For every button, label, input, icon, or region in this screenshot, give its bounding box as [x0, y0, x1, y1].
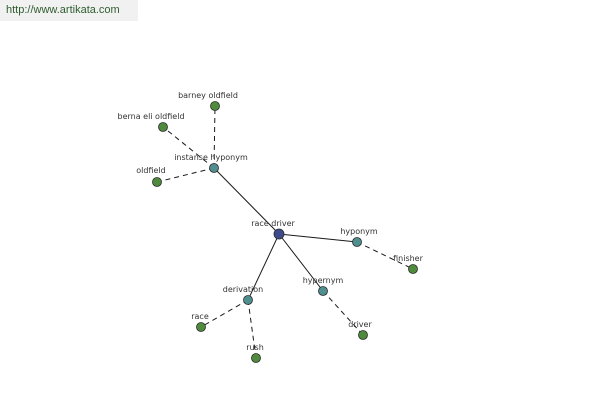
labels-layer: race driver instanse hyponym hyponym hypern… [117, 91, 423, 352]
node-label-oldfield: oldfield [136, 166, 165, 175]
node-oldfield[interactable] [152, 177, 162, 187]
node-label-finisher: finisher [393, 254, 423, 263]
node-race-driver[interactable] [273, 228, 285, 240]
edge-race-driver-to-instance-hyponym [213, 167, 280, 235]
node-label-instance-hyponym: instanse hyponym [174, 153, 248, 162]
edge-race-driver-to-hyponym [278, 233, 358, 243]
node-barney-oldfield[interactable] [210, 101, 220, 111]
edge-hypernym-to-driver [322, 290, 364, 336]
edge-instance-hyponym-to-barney-oldfield [213, 105, 216, 169]
url-banner: http://www.artikata.com [0, 0, 138, 21]
node-instance-hyponym[interactable] [209, 163, 219, 173]
node-label-hypernym: hypernym [303, 276, 344, 285]
node-hypernym[interactable] [318, 286, 328, 296]
edge-instance-hyponym-to-oldfield [156, 167, 215, 183]
site-url[interactable]: http://www.artikata.com [6, 4, 120, 16]
edge-derivation-to-race [200, 299, 249, 328]
node-label-derivation: derivation [223, 285, 263, 294]
node-derivation[interactable] [243, 295, 253, 305]
edge-instance-hyponym-to-berna-eli-oldfield [162, 126, 215, 169]
node-hyponym[interactable] [352, 237, 362, 247]
node-label-race-driver: race driver [251, 219, 295, 228]
nodes-layer [152, 101, 418, 363]
node-label-driver: driver [348, 320, 372, 329]
node-race[interactable] [196, 322, 206, 332]
node-label-berna-eli-oldfield: berna eli oldfield [117, 112, 184, 121]
node-label-rush: rush [246, 343, 264, 352]
node-finisher[interactable] [408, 264, 418, 274]
node-label-barney-oldfield: barney oldfield [178, 91, 238, 100]
node-rush[interactable] [251, 353, 261, 363]
node-label-hyponym: hyponym [340, 227, 378, 236]
edge-derivation-to-rush [247, 299, 257, 359]
edge-race-driver-to-derivation [247, 233, 280, 301]
edge-hyponym-to-finisher [356, 241, 414, 270]
node-driver[interactable] [358, 330, 368, 340]
node-berna-eli-oldfield[interactable] [158, 122, 168, 132]
node-label-race: race [191, 312, 209, 321]
edges-layer [156, 105, 414, 359]
edge-race-driver-to-hypernym [278, 233, 324, 292]
